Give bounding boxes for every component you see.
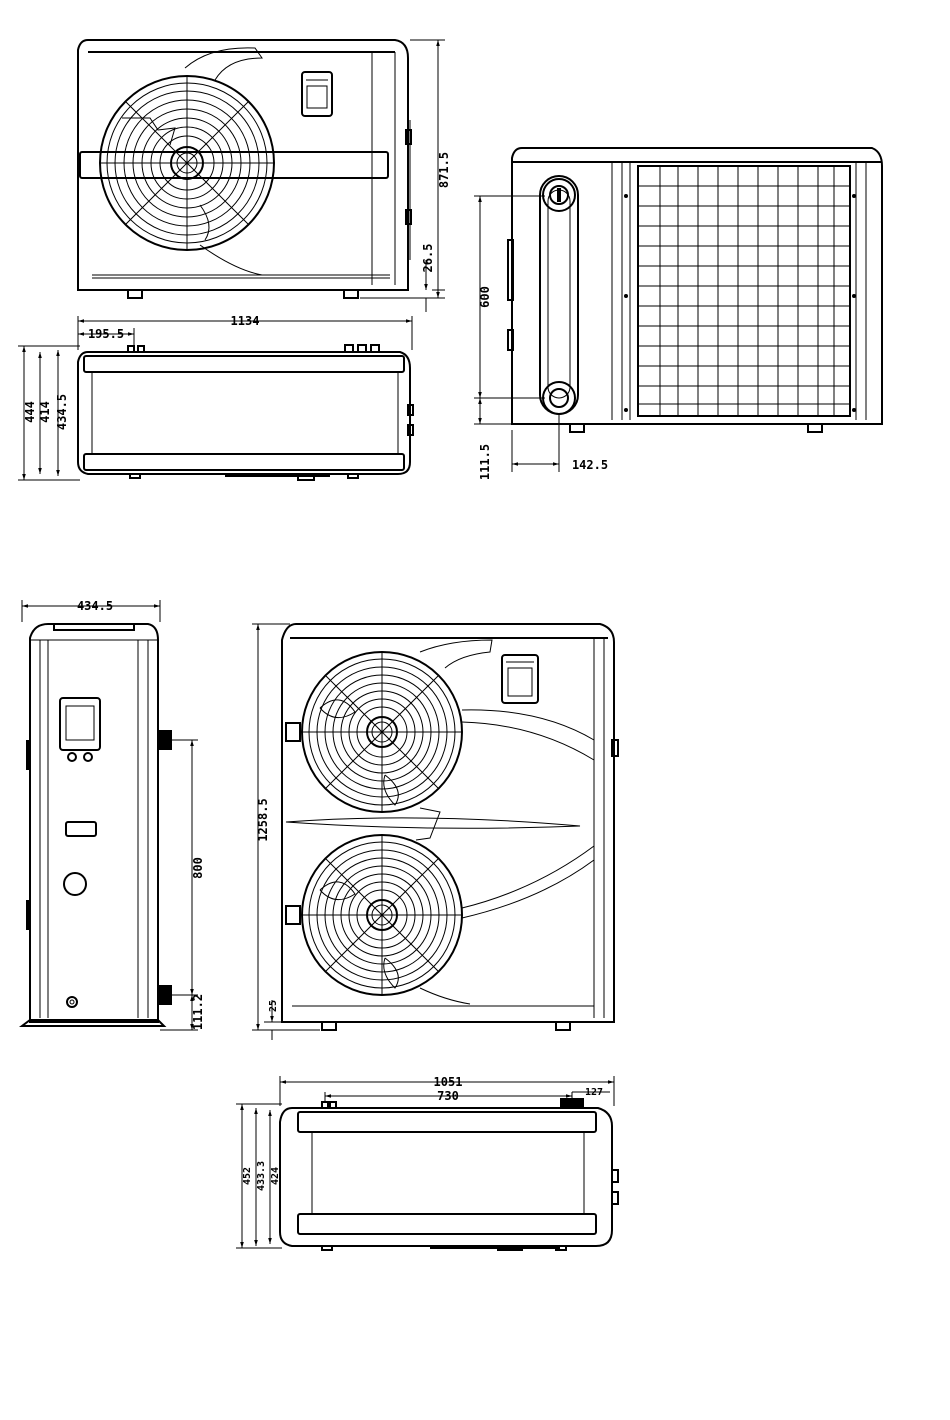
- dimension-depth-outer-label: 452: [242, 1167, 253, 1185]
- dimension-depth-outer-label: 444: [23, 401, 37, 423]
- dimension-depth-mid-label: 433.3: [256, 1161, 267, 1191]
- control-display: [502, 655, 538, 703]
- coil-grille: [624, 166, 856, 416]
- dimension-pipe-bottom-label: 111.2: [191, 994, 205, 1030]
- dimension-offset-label: 195.5: [88, 327, 124, 341]
- lower-fan-grille: [302, 835, 462, 995]
- dimension-depth-inner-label: 434.5: [55, 394, 69, 430]
- double-fan-side-view: 434.5 800 111.2: [22, 599, 205, 1030]
- dimension-width-label: 1134: [231, 314, 260, 328]
- double-fan-front-view: 1258.5 25: [252, 624, 618, 1040]
- dimension-pipe-spacing-label: 600: [478, 286, 492, 308]
- single-fan-top-view: 1134 195.5 444 414 434.5: [18, 314, 413, 480]
- upper-fan-grille: [302, 652, 462, 812]
- single-fan-side-view: 600 111.5 142.5: [474, 148, 882, 480]
- dimension-pipe-label: 730: [437, 1089, 459, 1103]
- dimension-height-label: 1258.5: [256, 798, 270, 841]
- double-fan-top-view: 1051 730 127 452 433.3 424: [236, 1075, 618, 1250]
- fan-bracket: [80, 152, 388, 178]
- dimension-pipe-bottom-label: 111.5: [478, 444, 492, 480]
- single-fan-front-view: 871.5 26.5: [78, 40, 451, 312]
- dimension-pipe-spacing-label: 800: [191, 857, 205, 879]
- controller-box: [60, 698, 100, 761]
- dimension-width-label: 434.5: [77, 599, 113, 613]
- dimension-pipe-offset-label: 142.5: [572, 458, 608, 472]
- control-display: [302, 72, 332, 116]
- dimension-width-label: 1051: [434, 1075, 463, 1089]
- dimension-offset-label: 127: [585, 1087, 603, 1098]
- dimension-foot-label: 25: [268, 1000, 279, 1012]
- dimension-depth-mid-label: 414: [38, 401, 52, 423]
- dimension-height-label: 871.5: [437, 152, 451, 188]
- dimension-depth-inner-label: 424: [270, 1167, 281, 1185]
- water-pipe-panel: [540, 176, 578, 414]
- fan-grille: [100, 76, 274, 250]
- dimension-foot-label: 26.5: [421, 244, 435, 273]
